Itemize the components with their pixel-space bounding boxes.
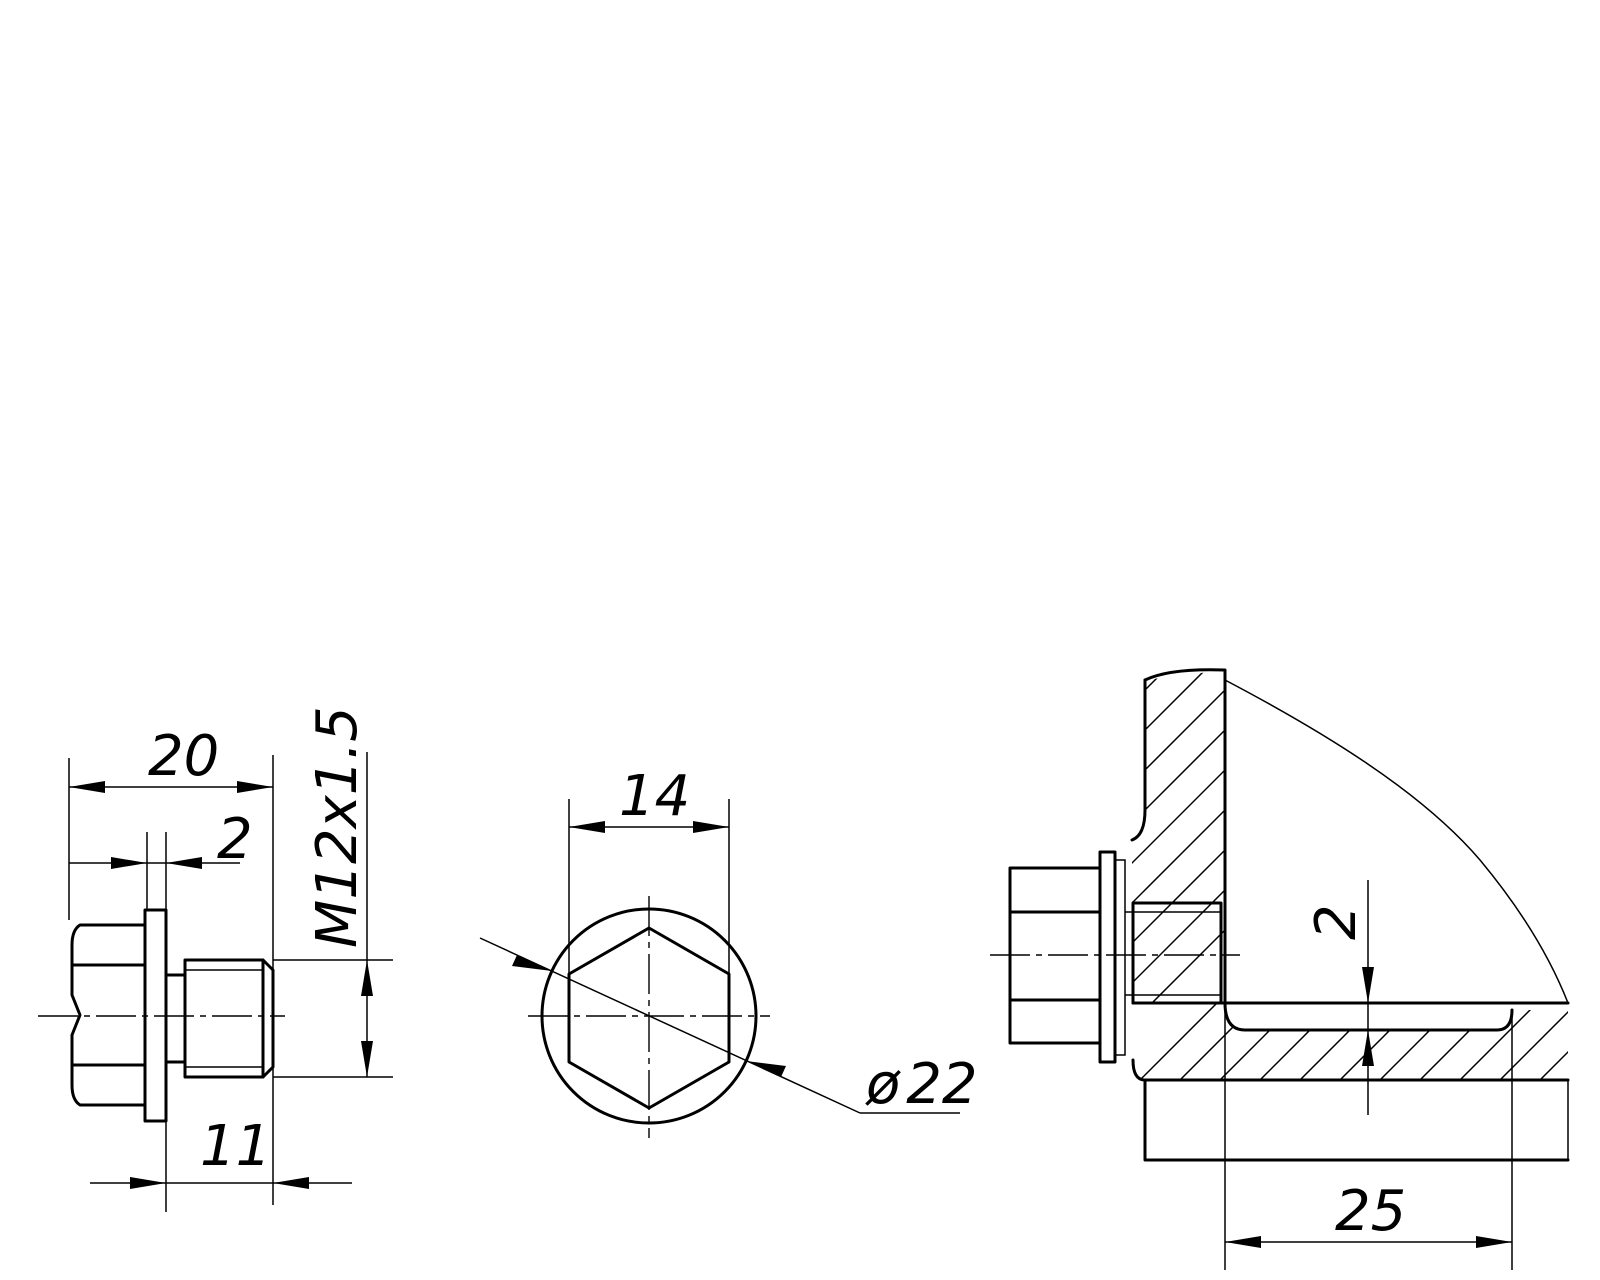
arrow-icon bbox=[1476, 1236, 1512, 1248]
arrow-icon bbox=[569, 821, 605, 833]
arrow-icon bbox=[130, 1177, 166, 1189]
diameter-symbol: ø bbox=[865, 1052, 901, 1117]
plug-side-view: 20 2 M12x1.5 11 bbox=[38, 706, 393, 1212]
arrow-icon bbox=[361, 960, 373, 996]
hatch-lower-wall bbox=[1133, 1003, 1568, 1080]
arrow-icon bbox=[237, 781, 273, 793]
arrow-icon bbox=[512, 955, 552, 971]
arrow-icon bbox=[69, 781, 105, 793]
arrow-icon bbox=[166, 857, 202, 869]
arrow-icon bbox=[1362, 967, 1374, 1003]
dim-plug-length: 20 bbox=[148, 724, 219, 789]
sealing-washer bbox=[143, 908, 168, 1123]
dim-washer-thickness: 2 bbox=[217, 807, 253, 872]
arrow-icon bbox=[1362, 1030, 1374, 1066]
arrow-icon bbox=[746, 1061, 786, 1077]
dim-thread-length: 11 bbox=[200, 1114, 271, 1179]
dim-thread-size: M12x1.5 bbox=[305, 706, 370, 948]
arrow-icon bbox=[693, 821, 729, 833]
dim-offset: 25 bbox=[1335, 1179, 1406, 1244]
upper-wall-outline bbox=[1143, 668, 1227, 1005]
installed-washer bbox=[1098, 850, 1117, 1064]
thread-section bbox=[183, 958, 275, 1079]
arrow-icon bbox=[111, 857, 147, 869]
washer-outline bbox=[540, 907, 758, 1125]
installed-section-view: 2 25 bbox=[990, 668, 1570, 1270]
dim-gap: 2 bbox=[1304, 904, 1369, 940]
diameter-value: 22 bbox=[906, 1052, 977, 1117]
hex-head bbox=[70, 923, 147, 1107]
upper-wall-left-edge bbox=[1130, 678, 1147, 842]
lower-wall-inner-edge bbox=[1223, 1001, 1514, 1032]
installed-washer-inner bbox=[1114, 859, 1126, 1056]
dim-hex-size: 14 bbox=[619, 764, 690, 829]
arrow-icon bbox=[361, 1041, 373, 1077]
housing-contour bbox=[1224, 679, 1569, 1004]
hatch-upper-wall bbox=[1132, 670, 1225, 1003]
lower-wall-left bbox=[1143, 1078, 1570, 1162]
installed-thread bbox=[1131, 901, 1223, 1005]
arrow-icon bbox=[273, 1177, 309, 1189]
plug-shank bbox=[164, 973, 187, 1064]
arrow-icon bbox=[1225, 1236, 1261, 1248]
